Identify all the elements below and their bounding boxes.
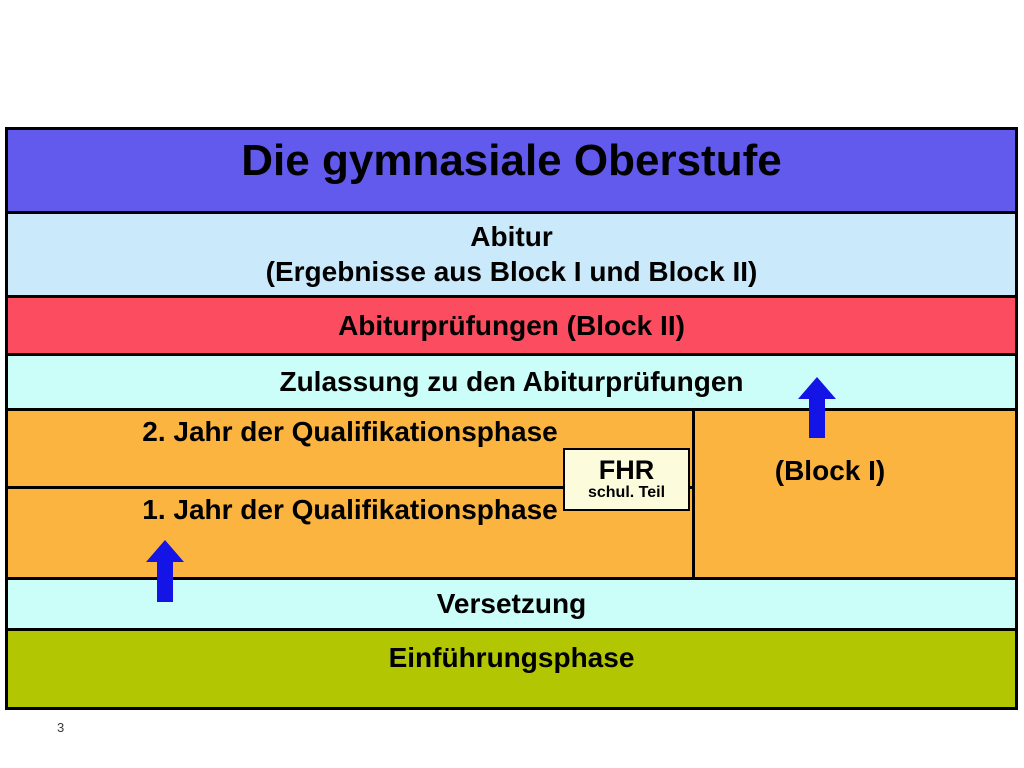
fhr-title: FHR bbox=[598, 455, 655, 486]
title-banner: Die gymnasiale Oberstufe bbox=[8, 130, 1015, 211]
qualifikation-years-column: 2. Jahr der Qualifikationsphase 1. Jahr … bbox=[8, 411, 695, 577]
versetzung-label: Versetzung bbox=[436, 588, 587, 619]
fhr-subtitle: schul. Teil bbox=[587, 484, 666, 502]
page-number: 3 bbox=[57, 720, 65, 735]
einfuehrungsphase-label: Einführungsphase bbox=[388, 642, 635, 673]
year1-cell: 1. Jahr der Qualifikationsphase bbox=[8, 485, 692, 577]
fhr-box: FHR schul. Teil bbox=[563, 448, 690, 511]
year1-label: 1. Jahr der Qualifikationsphase bbox=[142, 493, 558, 525]
page-title: Die gymnasiale Oberstufe bbox=[241, 136, 782, 185]
diagram-box: Die gymnasiale Oberstufe Abitur (Ergebni… bbox=[5, 127, 1018, 710]
zulassung-label: Zulassung zu den Abiturprüfungen bbox=[279, 366, 744, 397]
block1-cell: (Block I) bbox=[695, 411, 1015, 577]
up-arrow-icon bbox=[146, 540, 184, 602]
abitur-row: Abitur (Ergebnisse aus Block I und Block… bbox=[8, 211, 1015, 295]
abitur-label: Abitur bbox=[470, 220, 553, 252]
abiturpruefungen-label: Abiturprüfungen (Block II) bbox=[338, 309, 685, 341]
up-arrow-icon bbox=[798, 377, 836, 438]
year2-cell: 2. Jahr der Qualifikationsphase bbox=[8, 411, 692, 486]
abiturpruefungen-row: Abiturprüfungen (Block II) bbox=[8, 295, 1015, 353]
zulassung-row: Zulassung zu den Abiturprüfungen bbox=[8, 353, 1015, 408]
year2-label: 2. Jahr der Qualifikationsphase bbox=[142, 416, 558, 447]
versetzung-row: Versetzung bbox=[8, 577, 1015, 628]
block1-label: (Block I) bbox=[774, 455, 886, 486]
abitur-sublabel: (Ergebnisse aus Block I und Block II) bbox=[265, 256, 758, 287]
qualifikationsphase-section: 2. Jahr der Qualifikationsphase 1. Jahr … bbox=[8, 408, 1015, 577]
einfuehrungsphase-row: Einführungsphase bbox=[8, 628, 1015, 707]
